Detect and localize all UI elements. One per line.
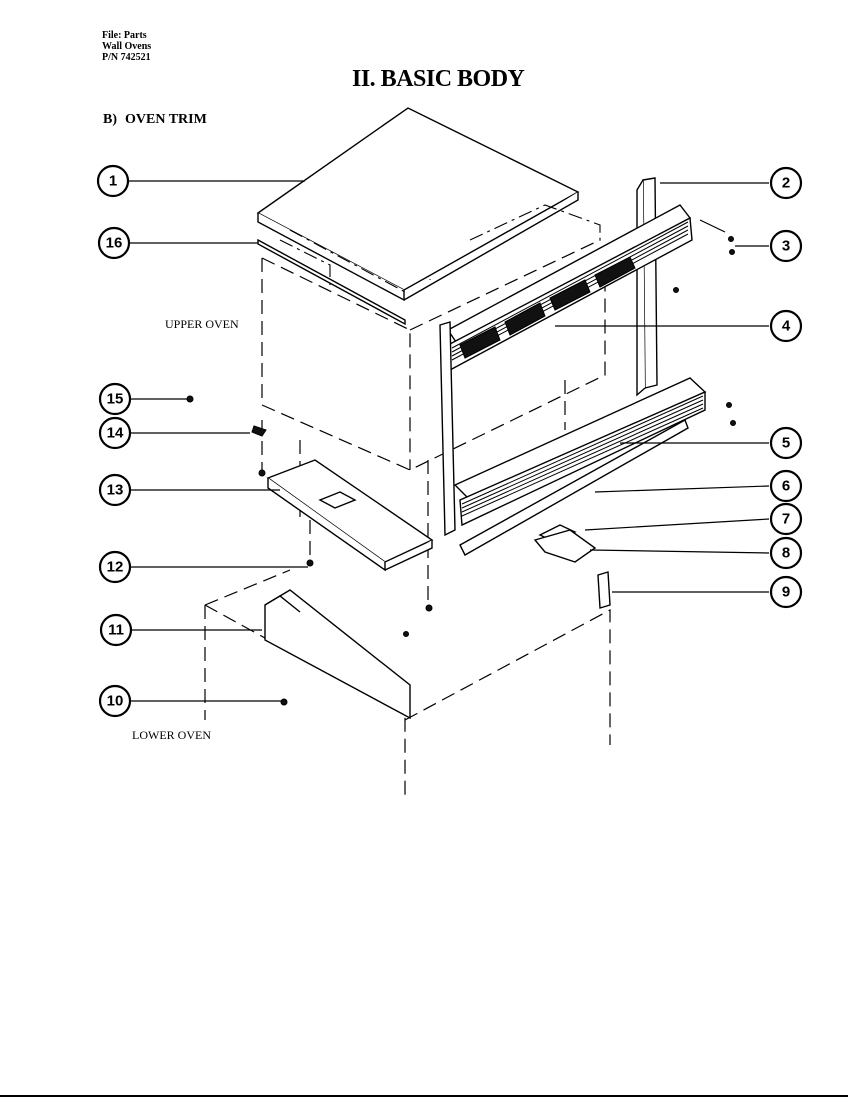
callout-11-text: 11 [108,622,124,639]
part-5-lower-vent-trim [453,377,707,527]
callout-16-text: 16 [106,235,123,252]
callout-4: 4 [769,309,803,343]
callout-12-text: 12 [107,559,124,576]
callout-8: 8 [769,536,803,570]
callout-14: 14 [98,416,132,450]
callout-5-text: 5 [782,435,790,452]
callout-7-text: 7 [782,511,790,528]
subtitle-prefix: B) [103,112,117,127]
part-8-bracket [533,529,597,563]
callout-15-text: 15 [107,391,124,408]
callout-15: 15 [98,382,132,416]
callout-13: 13 [98,473,132,507]
callout-1: 1 [96,164,130,198]
callout-6-text: 6 [782,478,790,495]
section-subtitle: B) OVEN TRIM [103,112,207,128]
callout-6: 6 [769,469,803,503]
callout-12: 12 [98,550,132,584]
screws [186,236,736,706]
document-header: File: Parts Wall Ovens P/N 742521 [102,30,151,63]
callout-2: 2 [769,166,803,200]
callout-3-text: 3 [782,238,790,255]
callout-13-text: 13 [107,482,124,499]
header-part-number: P/N 742521 [102,52,151,63]
callout-3: 3 [769,229,803,263]
callout-16: 16 [97,226,131,260]
part-13-bottom-tray [266,459,434,572]
callout-2-text: 2 [782,175,790,192]
callout-1-text: 1 [109,173,117,190]
part-1-top-panel [256,107,601,302]
page-title: II. BASIC BODY [352,66,525,92]
callout-10-text: 10 [107,693,124,710]
header-file: File: Parts [102,30,147,41]
leader-lines [127,180,770,702]
upper-oven-label: UPPER OVEN [165,317,239,331]
callout-11: 11 [99,613,133,647]
lower-oven-label: LOWER OVEN [132,728,211,742]
subtitle-text: OVEN TRIM [125,112,207,127]
callout-5: 5 [769,426,803,460]
callout-14-text: 14 [107,425,124,442]
part-9-corner-piece [597,571,611,609]
part-2-side-bracket [636,177,658,397]
callout-4-text: 4 [782,318,791,335]
callout-9: 9 [769,575,803,609]
part-4-upper-vent-trim [439,204,693,537]
part-6-bottom-rail [459,418,689,556]
header-product: Wall Ovens [102,41,152,52]
callout-7: 7 [769,502,803,536]
callout-8-text: 8 [782,545,790,562]
callout-10: 10 [98,684,132,718]
part-11-lower-front-trim [264,589,411,720]
callout-9-text: 9 [782,584,790,601]
bottom-rule [0,1095,848,1097]
